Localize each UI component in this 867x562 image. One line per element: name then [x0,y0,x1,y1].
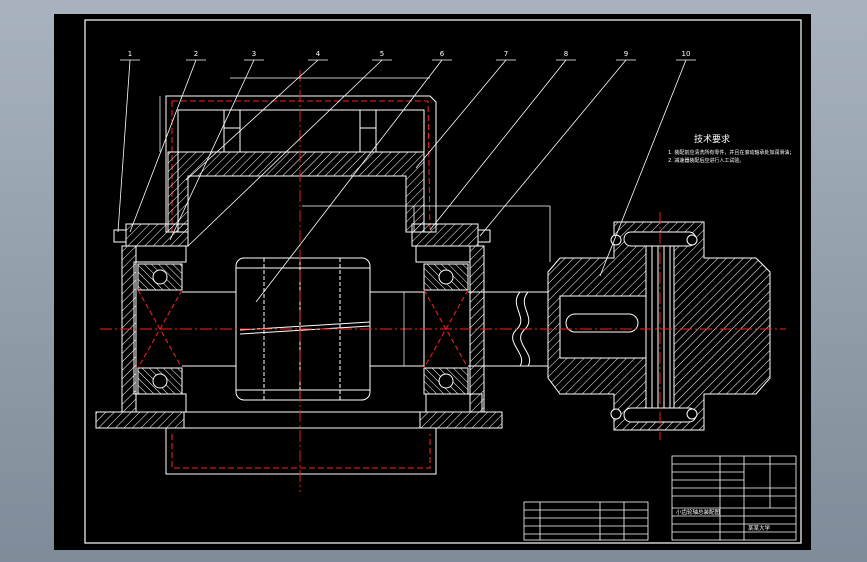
tech-requirement-line-1: 1. 装配前应清洗所有零件，并且在滚动轴承处加润滑油； [668,149,794,156]
title-block [523,455,797,541]
balloon-number-5: 5 [380,50,384,58]
balloon-number-3: 3 [252,50,256,58]
drawing-name: 小齿轮轴总装配图 [676,508,721,516]
drawing-frame [84,19,802,544]
tech-requirement-line-2: 2. 减速器装配后应进行人工试验。 [668,157,744,164]
balloon-number-2: 2 [194,50,198,58]
oil-pan [165,428,437,475]
balloon-number-8: 8 [564,50,568,58]
balloon-number-4: 4 [316,50,321,58]
coupling [547,221,771,431]
school-name: 某某大学 [748,524,771,532]
dimension-lines [159,77,430,366]
left-bearings [137,263,183,395]
tech-requirements-title: 技术要求 [694,133,730,145]
center-lines [100,70,786,492]
tech-requirements: 技术要求 1. 装配前应清洗所有零件，并且在滚动轴承处加润滑油； 2. 减速器装… [668,133,794,164]
balloon-number-1: 1 [128,50,132,58]
balloon-number-7: 7 [504,50,508,58]
right-bearings [423,263,469,395]
balloon-number-10: 10 [682,50,691,58]
right-bearing-cap [411,223,491,247]
balloon-labels: 1 2 3 4 5 6 7 8 9 10 [128,50,691,58]
leader-lines [117,59,696,303]
balloon-number-6: 6 [440,50,445,58]
balloon-number-9: 9 [624,50,628,58]
